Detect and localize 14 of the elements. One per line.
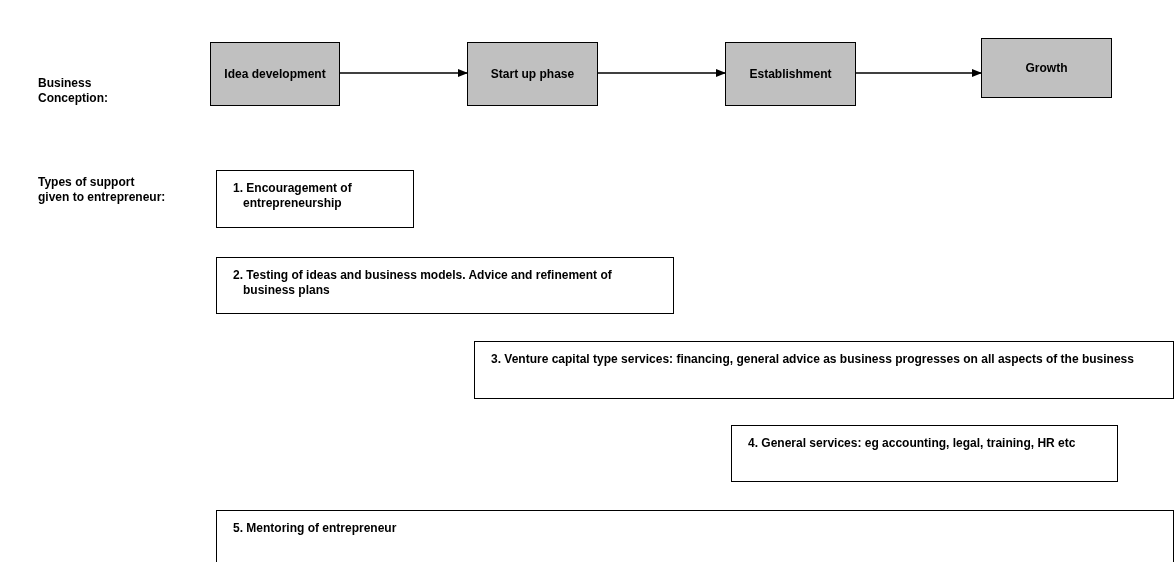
stage-box: Growth bbox=[981, 38, 1112, 98]
stage-box: Idea development bbox=[210, 42, 340, 106]
arrow bbox=[339, 69, 468, 77]
support-box: 4. General services: eg accounting, legal, training, HR etc bbox=[731, 425, 1118, 482]
row-label: Business Conception: bbox=[38, 76, 109, 106]
arrow bbox=[597, 69, 726, 77]
row-label: Types of support given to entrepreneur: bbox=[38, 175, 167, 205]
support-box: 5. Mentoring of entrepreneur bbox=[216, 510, 1174, 562]
support-box: 2. Testing of ideas and business models. Advice and refinement of business plans bbox=[216, 257, 674, 314]
support-box: 1. Encouragement of entrepreneurship bbox=[216, 170, 414, 228]
support-box: 3. Venture capital type services: financing, general advice as business progresses on all aspects of the business bbox=[474, 341, 1174, 399]
arrow bbox=[855, 69, 982, 77]
stage-box: Start up phase bbox=[467, 42, 598, 106]
stage-box: Establishment bbox=[725, 42, 856, 106]
